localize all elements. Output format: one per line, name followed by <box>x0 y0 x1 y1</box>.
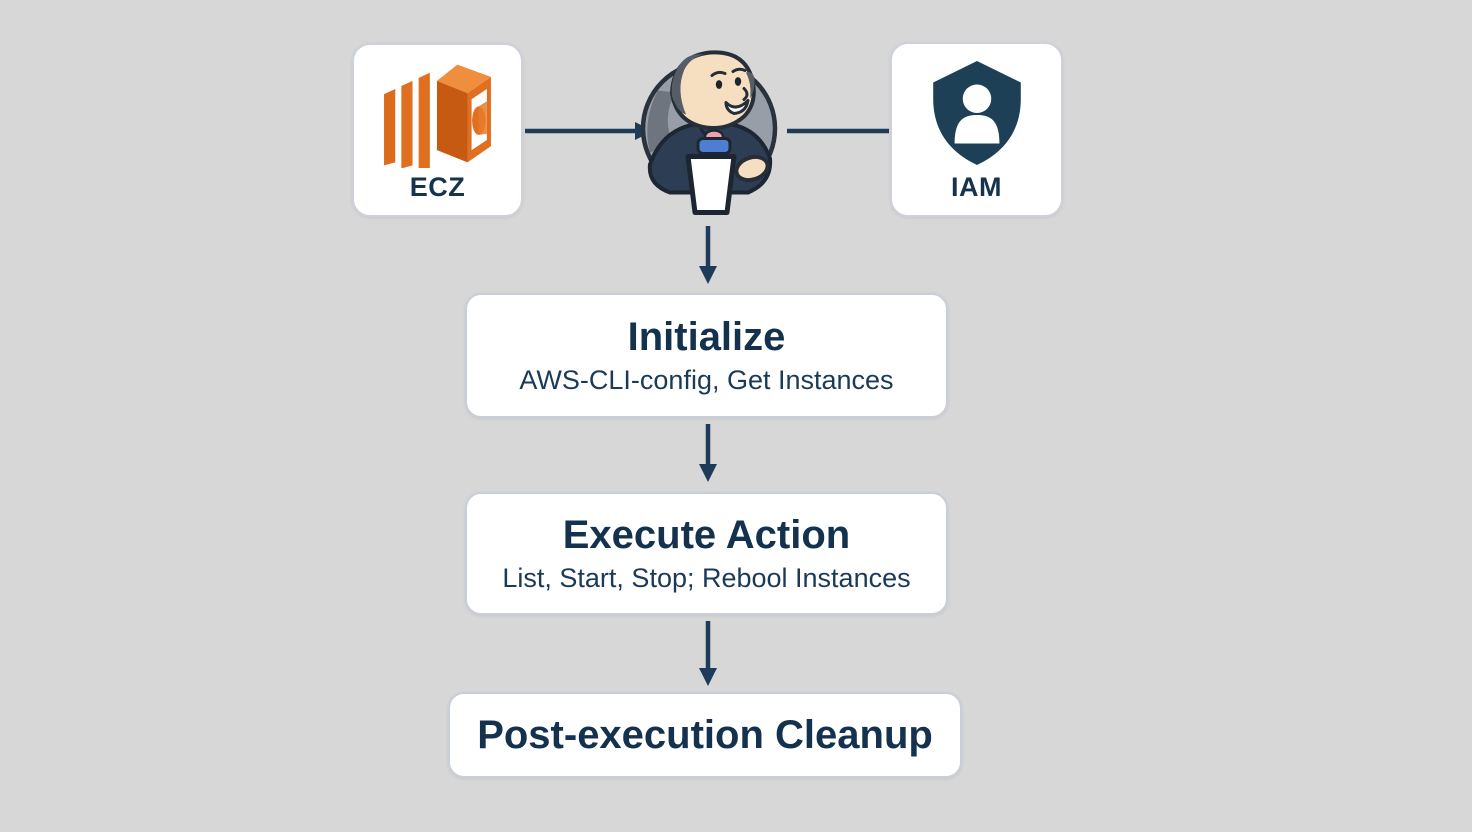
arrow-jenkins-to-initialize <box>699 226 717 284</box>
step-initialize-subtitle: AWS-CLI-config, Get Instances <box>519 364 894 395</box>
step-post-execution-cleanup-title: Post-execution Cleanup <box>477 713 933 757</box>
arrow-initialize-to-execute <box>699 424 717 482</box>
arrow-execute-to-cleanup <box>699 621 717 686</box>
step-initialize-box: Initialize AWS-CLI-config, Get Instances <box>465 293 948 418</box>
iam-label: IAM <box>951 172 1002 202</box>
ec2-icon <box>354 45 521 172</box>
step-execute-action-box: Execute Action List, Start, Stop; Rebool… <box>465 492 948 615</box>
step-execute-action-title: Execute Action <box>562 512 851 557</box>
ecz-label: ECZ <box>409 172 466 202</box>
step-initialize-title: Initialize <box>627 314 786 359</box>
iam-shield-user-icon <box>892 44 1061 172</box>
iam-card: IAM <box>890 42 1063 217</box>
step-post-execution-cleanup-box: Post-execution Cleanup <box>448 692 962 778</box>
ecz-card: ECZ <box>352 43 523 217</box>
step-execute-action-subtitle: List, Start, Stop; Rebool Instances <box>502 562 911 593</box>
jenkins-butler-mascot <box>630 42 788 222</box>
